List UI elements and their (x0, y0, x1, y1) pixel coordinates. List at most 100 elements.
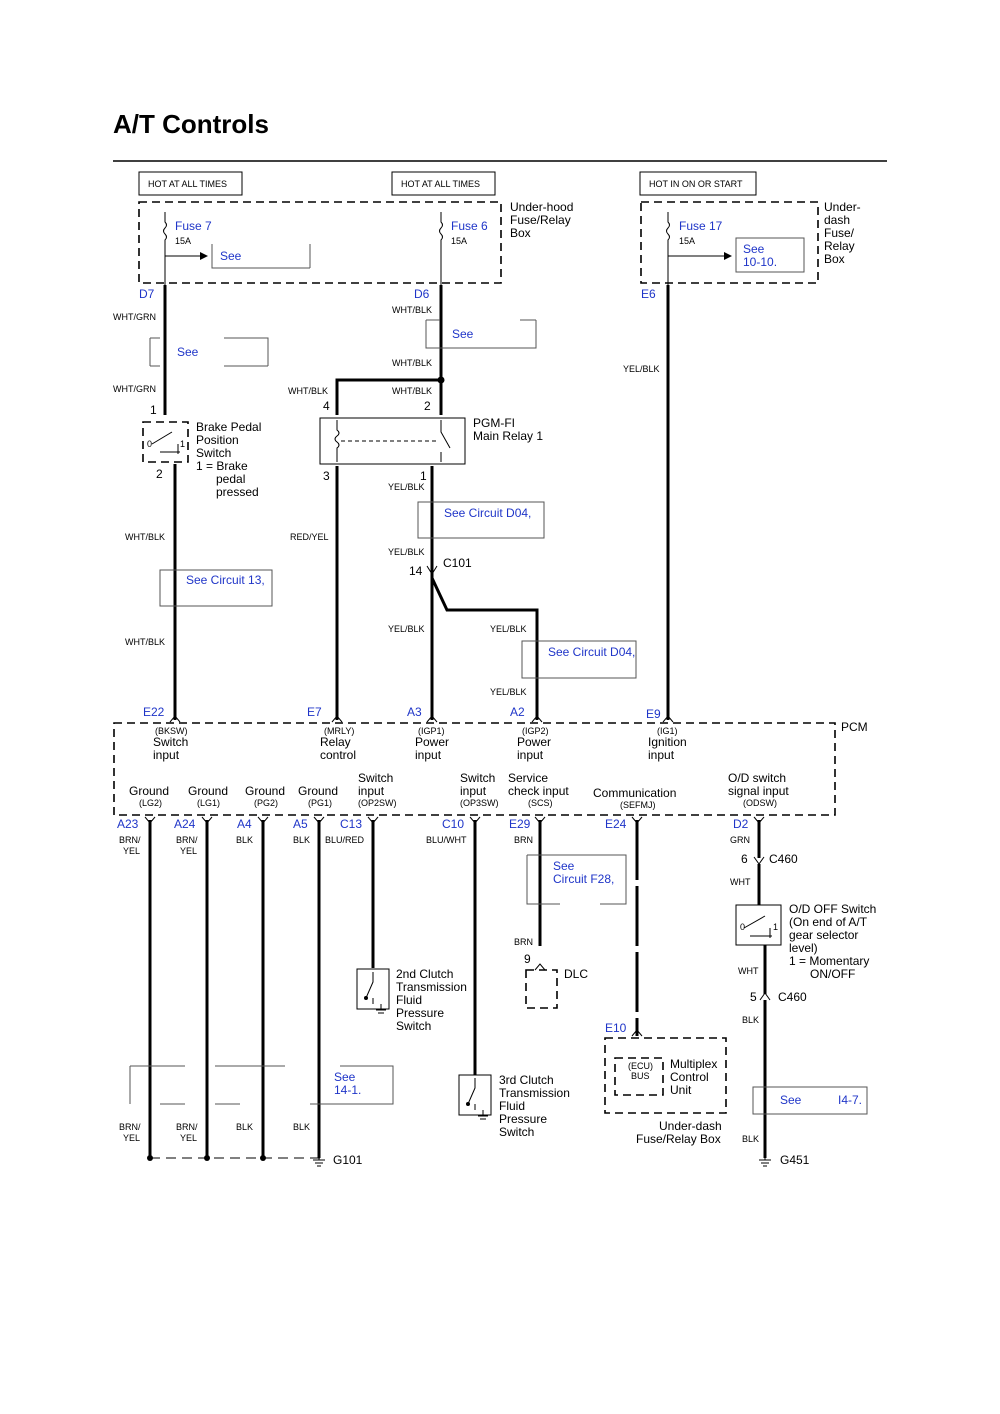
pcm-igp1-l2: input (415, 748, 442, 762)
ref-box-f28 (526, 854, 627, 905)
ref-box-brake-upper (149, 337, 269, 367)
brake-pin-1b: 1 (180, 439, 185, 449)
pcm-op3sw-l1: Switch (460, 771, 495, 785)
pcm-igp2-code: (IGP2) (522, 726, 549, 736)
c101-connector (426, 565, 438, 575)
clutch3-ground (478, 1110, 488, 1120)
wire-label-yel-blk-4: YEL/BLK (490, 624, 527, 634)
connector-a2: A2 (510, 705, 525, 719)
relay-pin-2: 2 (424, 399, 431, 413)
wire-label-yel-blk-5: YEL/BLK (490, 687, 527, 697)
underdash-label-3: Fuse/ (824, 226, 855, 240)
ref-see-relay: See (452, 327, 474, 341)
pcm-odsw-l2: signal input (728, 784, 789, 798)
hot-label-3: HOT IN ON OR START (649, 179, 743, 189)
ref-see-ground-page: 14-1. (334, 1083, 361, 1097)
connector-c13: C13 (340, 817, 362, 831)
dlc-pin-9: 9 (524, 952, 531, 966)
pcm-bksw-l2: input (153, 748, 180, 762)
underdash-label-2: dash (824, 213, 850, 227)
relay-coil (334, 420, 340, 462)
pcm-op3sw-code: (OP3SW) (460, 798, 499, 808)
mcu-bus-1: (ECU) (628, 1061, 653, 1071)
connector-c101: C101 (443, 556, 472, 570)
brake-pin-0: 0 (147, 439, 152, 449)
fuse-7-ref-box (211, 244, 311, 269)
ref-see-ground: See (334, 1070, 356, 1084)
ref-d04-2: See Circuit D04, (548, 645, 635, 659)
ref-box-d04-2 (521, 640, 637, 679)
pcm-pg1-code: (PG1) (308, 798, 332, 808)
fuse-7-amp: 15A (175, 236, 191, 246)
wire-label-wht-blk-1: WHT/BLK (125, 532, 165, 542)
odoff-pin-1: 1 (773, 922, 778, 932)
wire-label-brn-1: BRN (514, 835, 533, 845)
brake-pin-1: 1 (150, 403, 157, 417)
mcu-label-1: Multiplex (670, 1057, 717, 1071)
clutch2-label-3: Fluid (396, 993, 422, 1007)
pcm-bksw-code: (BKSW) (155, 726, 188, 736)
pcm-lg1-l1: Ground (188, 784, 228, 798)
wire-label-a4-2: BLK (236, 1122, 253, 1132)
wire-label-a23-2: YEL (123, 846, 140, 856)
wire-label-wht-blk-5: WHT/BLK (392, 386, 432, 396)
page-title: A/T Controls (113, 109, 269, 139)
fuse-17-see: See (743, 242, 765, 256)
pcm-pg2-code: (PG2) (254, 798, 278, 808)
pcm-lg2-code: (LG2) (139, 798, 162, 808)
pcm-mrly-l1: Relay (320, 735, 351, 749)
pcm-lg1-code: (LG1) (197, 798, 220, 808)
dlc-pin (534, 963, 546, 971)
fuse-17-arrow (724, 252, 732, 260)
ref-page-147: I4-7. (838, 1093, 862, 1107)
ground-symbol-g101 (313, 1158, 325, 1167)
mcu-box (604, 1037, 727, 1114)
pcm-pin-e9 (662, 715, 674, 723)
hot-label-1: HOT AT ALL TIMES (148, 179, 227, 189)
wire-label-wht-grn-1: WHT/GRN (113, 312, 156, 322)
pcm-pin-a3 (426, 715, 438, 723)
hot-label-box-3 (639, 171, 757, 196)
hot-label-box-2 (391, 171, 496, 196)
pcm-pg1-l1: Ground (298, 784, 338, 798)
fuse-6-label: Fuse 6 (451, 219, 488, 233)
pcm-ig1-code: (IG1) (657, 726, 678, 736)
odoff-switch-contact (743, 915, 772, 938)
ground-g101: G101 (333, 1153, 363, 1167)
wire-label-wht-blk-4: WHT/BLK (288, 386, 328, 396)
pcm-mrly-l2: control (320, 748, 356, 762)
pcm-pin-a2 (531, 715, 543, 723)
wire-label-yel-blk-2: YEL/BLK (388, 547, 425, 557)
underhood-label-1: Under-hood (510, 200, 573, 214)
pcm-sefmj-l1: Communication (593, 786, 676, 800)
odoff-switch-box (735, 904, 782, 946)
clutch3-label-4: Pressure (499, 1112, 547, 1126)
dlc-box (525, 969, 558, 1009)
ref-d04-1: See Circuit D04, (444, 506, 531, 520)
wire-label-wht-blk-2: WHT/BLK (125, 637, 165, 647)
pcm-ig1-l1: Ignition (648, 735, 687, 749)
dlc-label: DLC (564, 967, 588, 981)
fuse-17-amp: 15A (679, 236, 695, 246)
pcm-label: PCM (841, 720, 868, 734)
wire-label-a23-4: YEL (123, 1133, 140, 1143)
odoff-label-6: ON/OFF (810, 967, 855, 981)
wire-label-a24-3: BRN/ (176, 1122, 198, 1132)
fuse-17-see-page: 10-10. (743, 255, 777, 269)
mcu-pin (631, 1029, 643, 1037)
relay-pin-1: 1 (420, 469, 427, 483)
odoff-label-4: level) (789, 941, 818, 955)
wire-label-a24-2: YEL (180, 846, 197, 856)
ref-see-147: See (780, 1093, 802, 1107)
wire-label-blu-wht: BLU/WHT (426, 835, 467, 845)
pcm-op3sw-l2: input (460, 784, 487, 798)
odoff-label-2: (On end of A/T (789, 915, 868, 929)
connector-a23: A23 (117, 817, 139, 831)
fuse-6-amp: 15A (451, 236, 467, 246)
relay-pin-4: 4 (323, 399, 330, 413)
pcm-ig1-l2: input (648, 748, 675, 762)
ref-box-d04-1 (417, 501, 545, 539)
fuse-6-symbol (439, 212, 443, 290)
splice-dot-relay (437, 376, 445, 384)
